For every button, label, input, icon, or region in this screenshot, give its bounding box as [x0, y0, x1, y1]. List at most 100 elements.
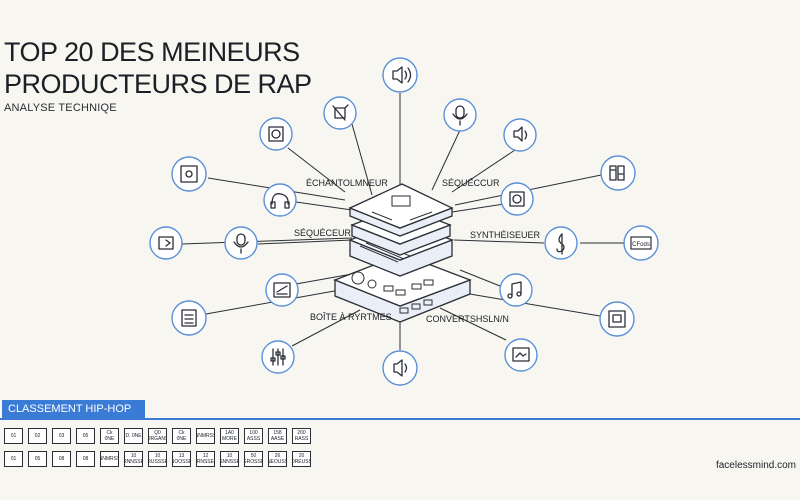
sampler-layer: [348, 183, 454, 237]
spoke: [431, 127, 462, 191]
headphones-icon: [270, 193, 290, 209]
label-convertisseur: CONVERTSHSLN/N: [426, 314, 509, 324]
ranking-cell[interactable]: 13 NOOSSE: [172, 451, 191, 467]
label-sequenceur-left: SÉQUÉCEUR: [294, 228, 352, 238]
ranking-cell[interactable]: D. 0NE: [124, 428, 143, 444]
ranking-cell[interactable]: 05: [76, 428, 95, 444]
central-device-stack: ÉCHANTOLMNEUR SÉQUÉCCUR SÉQUÉCEUR SYNTHÉ…: [294, 178, 541, 324]
node-treble-clef: [544, 226, 578, 260]
spoke: [257, 239, 353, 245]
ranking-cell[interactable]: 1A0 MORE: [220, 428, 239, 444]
ranking-cell[interactable]: 08: [52, 451, 71, 467]
label-synthetiseur: SYNTHÉISEUER: [470, 230, 541, 240]
ranking-cell[interactable]: Ck 0NE: [100, 428, 119, 444]
ranking-cell[interactable]: TRNNMRSSSE: [100, 451, 119, 467]
speaker-icon: [513, 126, 528, 142]
spoke: [295, 273, 353, 285]
ranking-title: CLASSEMENT HIP-HOP: [2, 400, 146, 418]
spoke: [459, 269, 501, 287]
spokes: [181, 93, 624, 350]
drum-machine-layer: [333, 253, 472, 323]
ranking-cell[interactable]: 05: [28, 451, 47, 467]
spoke: [295, 201, 353, 211]
node-vinyl: [500, 182, 534, 216]
vinyl-icon: [509, 191, 525, 207]
node-sampler: [323, 96, 357, 130]
node-notepad: [171, 300, 207, 336]
ranking-cell[interactable]: 100 ASSS: [244, 428, 263, 444]
display-icon: CFods: [630, 236, 652, 250]
label-echantillonneur: ÉCHANTOLMNEUR: [306, 178, 388, 188]
spoke: [451, 147, 519, 193]
sampler-icon: [332, 104, 349, 121]
speaker-icon: [392, 66, 412, 84]
microphone-icon: [233, 233, 249, 254]
record-player-icon: [268, 126, 284, 142]
page-title-line-2: PRODUCTEURS DE RAP: [4, 69, 312, 99]
node-speaker-top: [382, 57, 418, 93]
spoke: [453, 239, 545, 244]
page-subtitle: ANALYSE TECHNIQE: [4, 102, 117, 114]
music-note-icon: [507, 281, 522, 299]
camera-icon: [158, 236, 174, 250]
ranking-cell[interactable]: 10 RNNSSE: [124, 451, 143, 467]
ranking-cell[interactable]: TRNNMRSSSE: [196, 428, 215, 444]
ranking-row-1: 01 02 03 05 Ck 0NE D. 0NE Q0 ORGANS Ck 0…: [4, 428, 311, 444]
ranking-cell[interactable]: 02: [28, 428, 47, 444]
node-faders: [261, 340, 295, 374]
speaker-box-icon: [393, 359, 408, 377]
faders-icon: [270, 348, 286, 366]
ranking-header: CLASSEMENT HIP-HOP: [0, 400, 800, 420]
ranking-divider: [0, 418, 800, 420]
node-speaker-right: [503, 118, 537, 152]
mixer-icon: [273, 282, 291, 298]
page-title-line-1: TOP 20 DES MEINEURS: [4, 37, 300, 67]
spoke: [287, 147, 346, 193]
spoke: [439, 307, 507, 341]
ranking-row-2: 01 05 08 08 TRNNMRSSSE 10 RNNSSE 10 RUSS…: [4, 451, 311, 467]
node-speaker-box: [382, 350, 418, 386]
notepad-icon: [181, 309, 197, 327]
node-screen: [504, 338, 538, 372]
title-block: TOP 20 DES MEINEURS PRODUCTEURS DE RAP A…: [4, 36, 312, 114]
ranking-cell[interactable]: 01: [4, 451, 23, 467]
ranking-cell[interactable]: 200 RASS: [292, 428, 311, 444]
ranking-cell[interactable]: 20 DREUSS: [292, 451, 311, 467]
node-music-note: [499, 273, 533, 307]
turntable-icon: [180, 165, 198, 183]
ranking-cell[interactable]: 03: [52, 428, 71, 444]
display-icon-text: CFods: [632, 242, 650, 248]
node-microphone-top: [443, 98, 477, 132]
ranking-cell[interactable]: 50 GROSSE: [244, 451, 263, 467]
ranking-cell[interactable]: 158 AASE: [268, 428, 287, 444]
label-boite-a-rythmes: BOÎTE À RYRTMES: [310, 312, 392, 322]
node-headphones: [263, 183, 297, 217]
node-mixer: [265, 273, 299, 307]
spoke: [351, 123, 373, 196]
node-equalizer-right: [600, 155, 636, 191]
ranking-cell[interactable]: 10 RUSSSE: [148, 451, 167, 467]
treble-clef-icon: [556, 233, 565, 255]
ranking-cell[interactable]: 10 SNNSSE: [220, 451, 239, 467]
node-microphone-left: [224, 226, 258, 260]
ranking-cell[interactable]: Ck 0NE: [172, 428, 191, 444]
ranking-cell[interactable]: Q0 ORGANS: [148, 428, 167, 444]
producer-diagram: ÉCHANTOLMNEUR SÉQUÉCCUR SÉQUÉCEUR SYNTHÉ…: [149, 57, 659, 386]
microphone-icon: [452, 105, 468, 126]
equalizer-icon: [609, 165, 625, 181]
ranking-cell[interactable]: 12 FRNSSES: [196, 451, 215, 467]
node-turntable: [171, 156, 207, 192]
ranking-cell[interactable]: 08: [76, 451, 95, 467]
node-document: [599, 301, 635, 337]
brand-watermark[interactable]: facelessmind.com: [715, 460, 796, 471]
spoke: [181, 237, 353, 245]
ranking-cell[interactable]: 01: [4, 428, 23, 444]
node-record-player: [259, 117, 293, 151]
spoke: [457, 291, 601, 317]
document-icon: [608, 310, 626, 328]
screen-icon: [512, 347, 530, 362]
node-display: CFods: [623, 225, 659, 261]
node-camera: [149, 226, 183, 260]
spoke: [291, 309, 361, 347]
ranking-cell[interactable]: 26 NEOUSS: [268, 451, 287, 467]
